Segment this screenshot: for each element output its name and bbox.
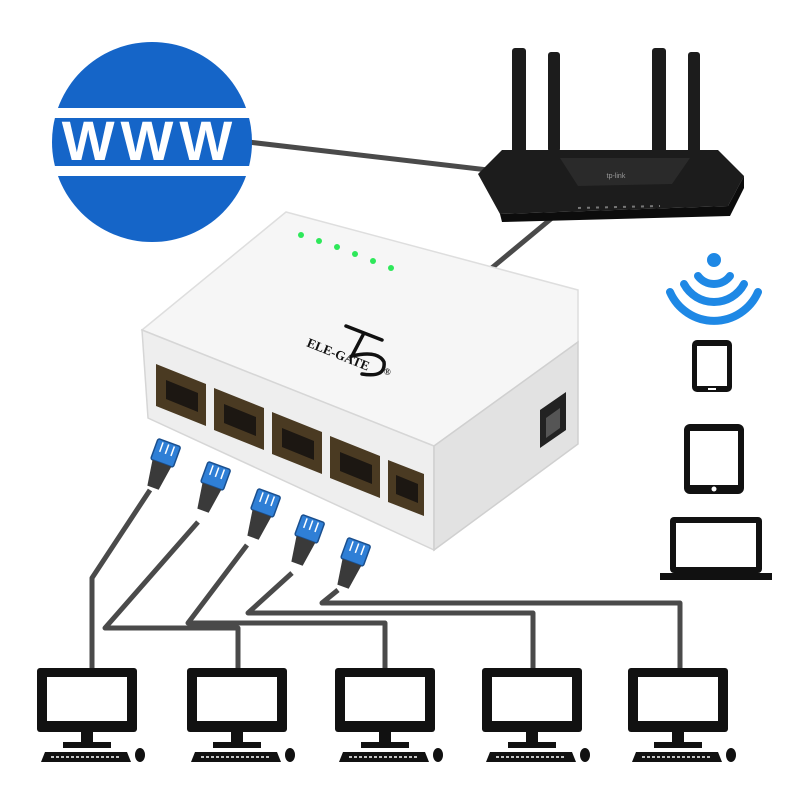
rj45-plug-icon [247, 488, 281, 540]
ethernet-port [330, 436, 380, 498]
switch-registered-mark: ® [384, 367, 391, 377]
router-icon: tp-link [478, 48, 744, 222]
rj45-plug-icon [291, 514, 325, 566]
smartphone-icon [692, 340, 732, 392]
ethernet-switch: ELE-GATE ® [140, 211, 579, 552]
status-led [352, 251, 358, 257]
ethernet-ports [156, 364, 424, 516]
power-port [540, 392, 566, 448]
cable-pc-4 [245, 571, 536, 668]
status-led [388, 265, 394, 271]
ethernet-port [388, 460, 424, 516]
rj45-plug-icon [147, 438, 181, 490]
internet-globe-icon: WWW [46, 42, 258, 242]
desktop-computers [36, 667, 737, 763]
status-leds [298, 232, 394, 271]
desktop-computer-icon [186, 667, 296, 763]
cable-pc-3 [185, 543, 388, 668]
internet-to-router-cable [247, 139, 506, 175]
cable-pc-5 [319, 588, 683, 668]
rj45-plugs [147, 438, 371, 589]
desktop-computer-icon [334, 667, 444, 763]
status-led [316, 238, 322, 244]
tablet-icon [684, 424, 744, 494]
router-brand-label: tp-link [607, 173, 626, 180]
ethernet-port [156, 364, 206, 426]
wifi-icon [666, 253, 762, 325]
status-led [370, 258, 376, 264]
www-label: WWW [62, 109, 239, 172]
ethernet-port [214, 388, 264, 450]
status-led [298, 232, 304, 238]
cable-pc-2 [102, 520, 241, 668]
laptop-icon [660, 517, 772, 580]
rj45-plug-icon [337, 537, 371, 589]
desktop-computer-icon [481, 667, 591, 763]
desktop-computer-icon [36, 667, 146, 763]
connection-lines [89, 139, 683, 668]
desktop-computer-icon [627, 667, 737, 763]
ethernet-port [272, 412, 322, 474]
rj45-plug-icon [197, 461, 231, 513]
status-led [334, 244, 340, 250]
cable-pc-1 [89, 488, 153, 668]
